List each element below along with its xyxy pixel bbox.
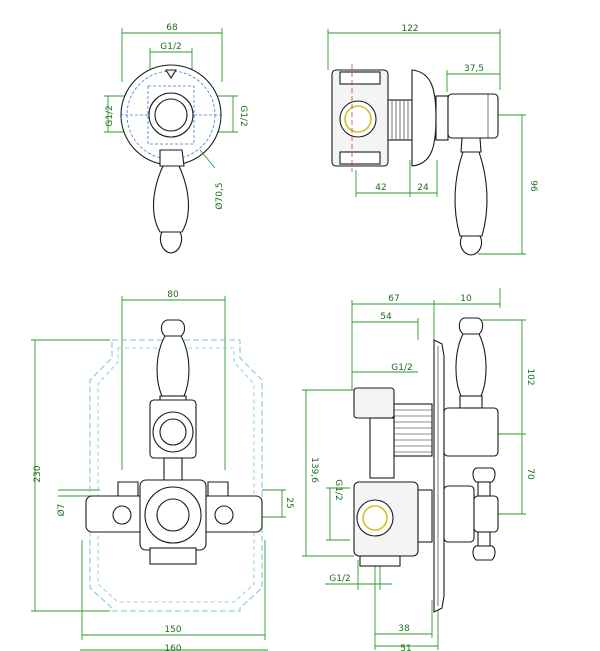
body-bottom-port <box>339 151 381 165</box>
dim-25: 25 <box>284 497 294 508</box>
rosette-marker <box>165 69 177 80</box>
dim-g12-top: G1/2 <box>160 42 181 52</box>
dim-dia-70-5: Ø70,5 <box>214 182 225 209</box>
lever-handle-side <box>454 151 488 237</box>
dim-dia-7: Ø7 <box>56 504 67 517</box>
knob-inner <box>154 98 188 132</box>
wall-plate <box>433 339 445 613</box>
lever-tip <box>159 231 183 254</box>
lower-thread <box>417 489 433 543</box>
lever-handle-front <box>156 335 190 397</box>
lower-valve-inner <box>156 498 190 532</box>
connector <box>163 457 183 483</box>
lower-port <box>149 547 197 565</box>
dim-g12-side-top: G1/2 <box>391 363 412 373</box>
dim-51: 51 <box>400 644 411 651</box>
dim-g12-side-bottom: G1/2 <box>329 574 350 584</box>
dim-42: 42 <box>375 183 386 193</box>
upper-lever-collar <box>459 395 483 409</box>
lower-outlet <box>359 555 401 567</box>
front-top-view: 68 G1/2 G1/2 G1/2 Ø70,5 <box>104 23 248 254</box>
upper-stem <box>369 417 395 479</box>
dim-70: 70 <box>525 468 535 480</box>
dim-24: 24 <box>417 183 429 193</box>
dim-150: 150 <box>164 625 181 635</box>
dim-102: 102 <box>525 368 535 385</box>
side-bottom-view: 67 10 54 G1/2 139,6 G1/2 G1/2 102 70 <box>302 288 535 651</box>
left-outlet <box>112 505 132 525</box>
dim-80: 80 <box>167 290 179 300</box>
dim-67: 67 <box>388 294 399 304</box>
body-port-seal <box>344 105 372 133</box>
cap <box>435 95 449 141</box>
rosette-side <box>411 69 437 167</box>
lever-body <box>447 93 499 139</box>
dim-g12-side-mid: G1/2 <box>333 479 343 500</box>
dim-37-5: 37,5 <box>464 64 484 74</box>
cross-handle-cap <box>473 495 499 533</box>
dim-38: 38 <box>398 624 410 634</box>
dim-160: 160 <box>164 644 181 651</box>
cross-handle-top-arm <box>477 481 491 497</box>
dim-g12-left: G1/2 <box>105 105 115 126</box>
upper-lever-body <box>443 407 499 457</box>
upper-inlet <box>353 387 395 419</box>
lever-hub <box>159 149 185 167</box>
dim-g12-right: G1/2 <box>238 105 248 126</box>
cross-handle-top <box>472 467 496 483</box>
upper-lever-handle <box>455 333 487 397</box>
upper-valve-inner <box>159 418 187 446</box>
body-top-port <box>339 71 381 85</box>
side-top-view: 122 37,5 96 42 24 <box>327 24 538 256</box>
upper-thread <box>393 403 433 457</box>
dim-96: 96 <box>528 180 538 192</box>
dim-139-6: 139,6 <box>309 457 319 483</box>
cross-handle-bottom <box>472 545 496 561</box>
upper-lever-tip <box>458 317 484 335</box>
plate-outline <box>89 339 263 612</box>
lever-tip-side <box>459 235 483 256</box>
dim-122: 122 <box>401 24 418 34</box>
dim-68: 68 <box>166 23 178 33</box>
dim-230: 230 <box>33 465 43 482</box>
lower-port-seal <box>362 505 388 531</box>
dim-10: 10 <box>460 294 472 304</box>
right-outlet <box>214 505 234 525</box>
lever-tip-front <box>160 319 186 337</box>
cross-handle-bottom-arm <box>477 531 491 547</box>
cross-handle-body <box>443 485 475 543</box>
lever-collar <box>460 137 482 153</box>
dim-54: 54 <box>380 312 392 322</box>
lever-handle <box>152 165 190 233</box>
front-bottom-view: 80 230 Ø7 25 150 160 <box>31 290 294 651</box>
